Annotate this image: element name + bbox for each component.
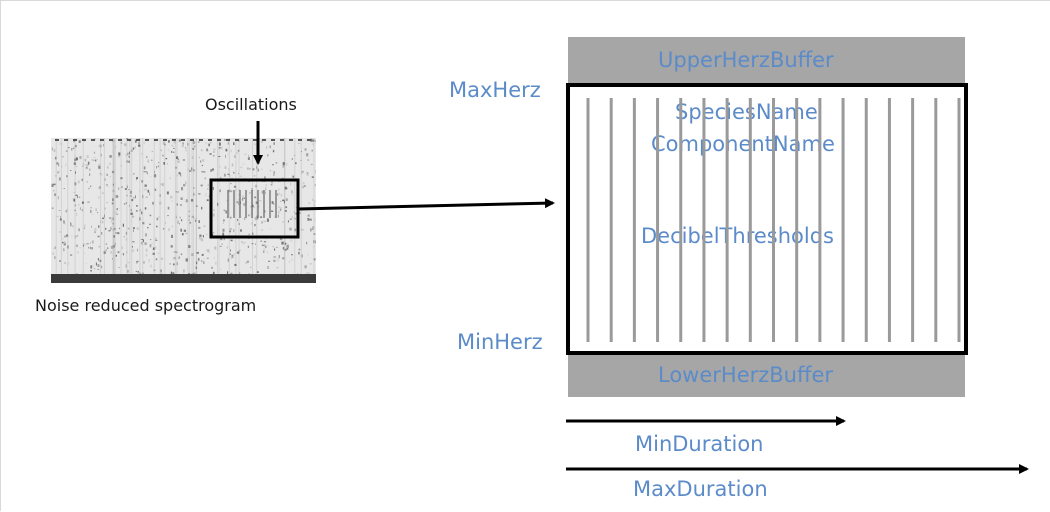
zoom-connector-arrow [298, 203, 553, 209]
oscillation-lines [588, 98, 959, 342]
oscillation-highlight-box [211, 180, 298, 237]
